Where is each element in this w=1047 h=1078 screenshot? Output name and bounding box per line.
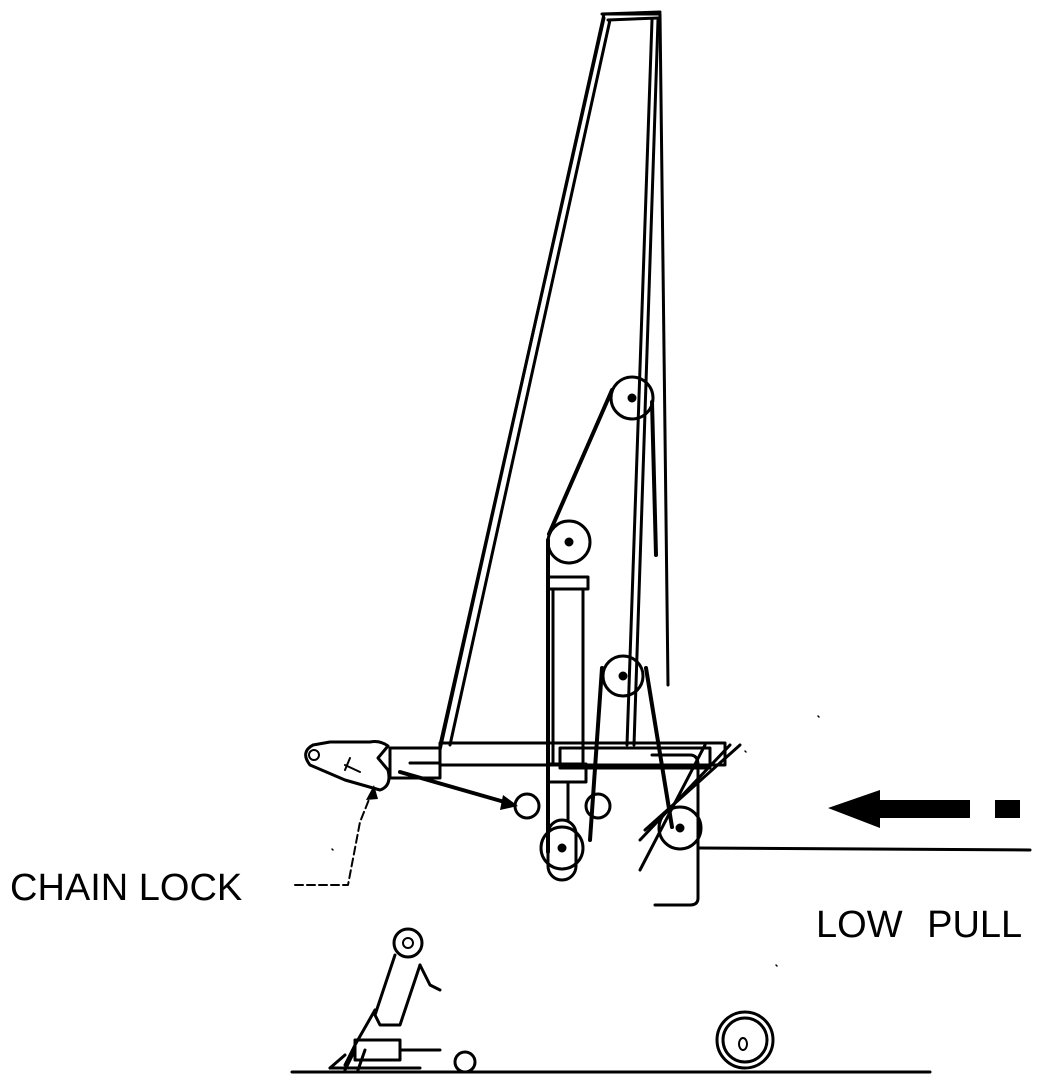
tower-mast [438,10,670,752]
guide-roller-right [584,792,612,820]
chain-path [546,388,1032,854]
sheave-upper-right [601,654,645,698]
chain-lock-part [304,740,391,792]
back-plate [650,753,700,907]
front-wheel [453,1050,477,1074]
low-pull-label: LOW PULL [816,904,1023,946]
clamp-attachment [328,927,442,1072]
sheave-mid [546,519,592,565]
scan-speckles [331,715,820,967]
sheave-rear [657,805,703,851]
low-pull-arrow [828,790,1020,828]
guide-roller-left [513,792,541,820]
sheave-bottom [539,825,585,871]
rear-wheel [715,1010,775,1070]
chain-lock-label: CHAIN LOCK [10,867,243,909]
hydraulic-cylinder [546,575,590,882]
chain-lock-pointer-arrow [398,770,518,810]
base-frame [388,741,727,780]
chain-lock-leader [294,785,378,886]
sheave-top [609,375,655,421]
